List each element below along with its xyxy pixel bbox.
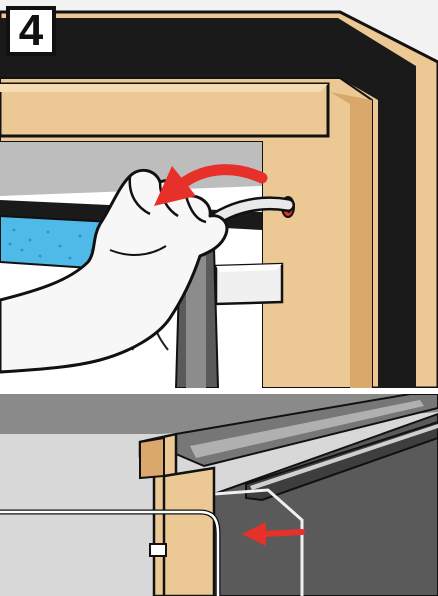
cable-routing-panel: 4 xyxy=(0,0,438,388)
flashing-fitting-illustration xyxy=(0,394,438,596)
header-highlight xyxy=(0,84,328,92)
frame-notch xyxy=(150,544,166,556)
flashing-fitting-panel xyxy=(0,394,438,596)
cable-routing-illustration xyxy=(0,0,438,388)
frame-profile-main xyxy=(164,468,214,596)
frame-profile-top xyxy=(140,438,164,478)
red-arrow-shaft-bottom xyxy=(264,532,302,534)
step-number-badge: 4 xyxy=(6,6,56,56)
